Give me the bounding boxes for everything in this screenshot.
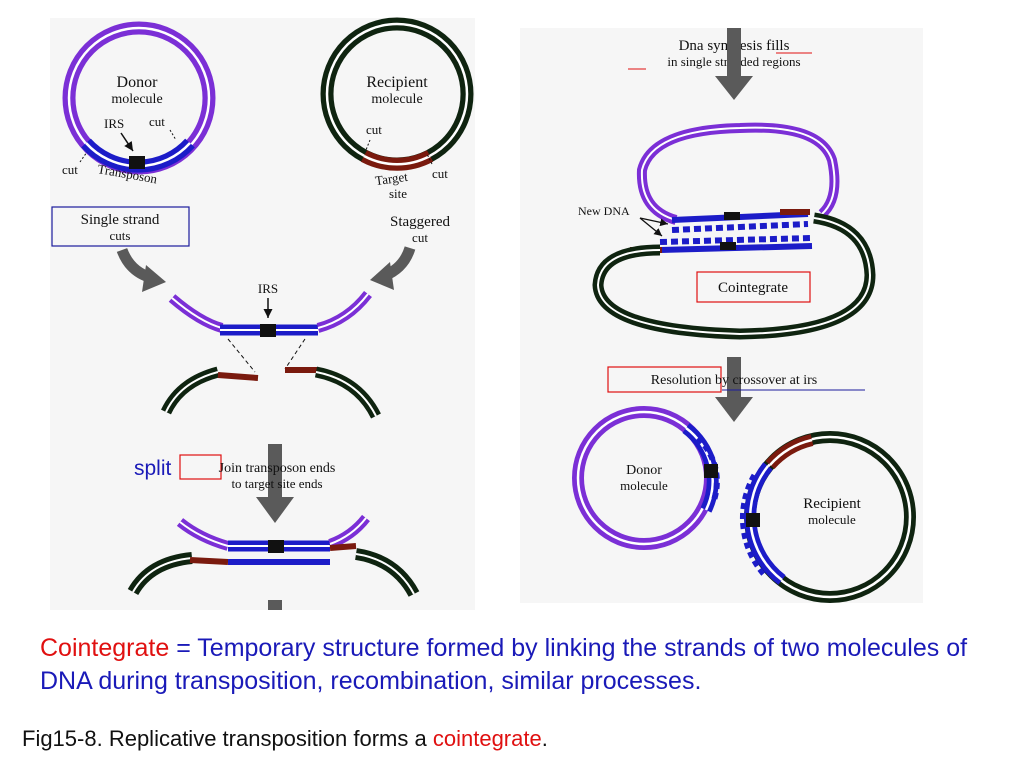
cut-recipient-strands bbox=[161, 366, 381, 419]
resolution-down-arrow bbox=[715, 357, 753, 422]
joined-structure bbox=[127, 514, 420, 597]
irs-middle-label: IRS bbox=[258, 281, 278, 296]
resolved-recipient-line2: molecule bbox=[808, 512, 856, 527]
target-site-label-line2: site bbox=[389, 186, 407, 201]
recipient-cut-right-label: cut bbox=[432, 166, 448, 181]
join-guide-left bbox=[227, 338, 256, 373]
resolved-donor-line2: molecule bbox=[620, 478, 668, 493]
single-strand-cuts-line1: Single strand bbox=[81, 212, 160, 228]
donor-label-line1: Donor bbox=[117, 74, 159, 91]
left-panel bbox=[50, 18, 475, 610]
cointegrate-box bbox=[696, 271, 811, 303]
figure-caption: Fig15-8. Replicative transposition forms… bbox=[22, 726, 548, 752]
donor-cut-top-label: cut bbox=[149, 114, 165, 129]
cointegrate-definition: Cointegrate = Temporary structure formed… bbox=[40, 632, 1000, 698]
donor-molecule-circle bbox=[62, 21, 216, 175]
join-highlight-box bbox=[179, 454, 222, 480]
resolution-label: Resolution by crossover at irs bbox=[651, 373, 817, 388]
figure-caption-prefix: Fig15-8. Replicative transposition forms… bbox=[22, 726, 433, 751]
join-guide-right bbox=[284, 338, 306, 370]
resolved-recipient-circle bbox=[739, 431, 916, 603]
donor-cut-left-label: cut bbox=[62, 162, 78, 177]
recipient-label-line2: molecule bbox=[371, 92, 422, 107]
donor-irs-arrow bbox=[120, 132, 134, 152]
cointegrate-structure bbox=[592, 122, 876, 340]
donor-cut-left-line bbox=[79, 151, 88, 163]
resolved-recipient-line1: Recipient bbox=[803, 496, 861, 512]
resolution-highlight-box bbox=[607, 366, 722, 393]
figure-caption-term: cointegrate bbox=[432, 726, 542, 751]
split-note: split bbox=[134, 457, 172, 480]
single-strand-cuts-line2: cuts bbox=[110, 228, 131, 243]
recipient-cut-top-label: cut bbox=[366, 122, 382, 137]
staggered-cut-line1: Staggered bbox=[390, 214, 450, 230]
continue-arrow-stub bbox=[268, 600, 282, 610]
donor-irs-label: IRS bbox=[104, 116, 124, 131]
join-step-line1: Join transposon ends bbox=[219, 461, 336, 476]
resolved-donor-line1: Donor bbox=[626, 463, 662, 478]
recipient-cut-right-line bbox=[426, 153, 433, 165]
new-dna-arrow-2 bbox=[639, 217, 663, 237]
recipient-label-line1: Recipient bbox=[366, 74, 428, 91]
cut-donor-strands bbox=[168, 290, 372, 337]
cointegrate-term: Cointegrate bbox=[40, 634, 170, 662]
join-step-line2: to target site ends bbox=[231, 476, 322, 491]
new-dna-label: New DNA bbox=[578, 204, 630, 218]
curved-arrow-right bbox=[370, 246, 416, 290]
single-strand-cuts-box bbox=[51, 206, 190, 247]
new-dna-arrow-1 bbox=[639, 217, 669, 227]
cointegrate-box-label: Cointegrate bbox=[718, 280, 788, 296]
resolved-donor-circle bbox=[572, 406, 720, 550]
figure-caption-suffix: . bbox=[541, 726, 548, 751]
cointegrate-definition-text: = Temporary structure formed by linking … bbox=[40, 634, 968, 695]
curved-arrow-left bbox=[116, 247, 166, 292]
staggered-cut-line2: cut bbox=[412, 230, 428, 245]
donor-label-line2: molecule bbox=[111, 92, 162, 107]
recipient-cut-top-line bbox=[365, 139, 371, 151]
recipient-molecule-circle bbox=[320, 17, 474, 171]
synthesis-down-arrow bbox=[715, 28, 753, 100]
target-site-label-line1: Target bbox=[374, 169, 409, 188]
join-down-arrow bbox=[256, 444, 294, 523]
donor-cut-top-line bbox=[169, 129, 177, 141]
